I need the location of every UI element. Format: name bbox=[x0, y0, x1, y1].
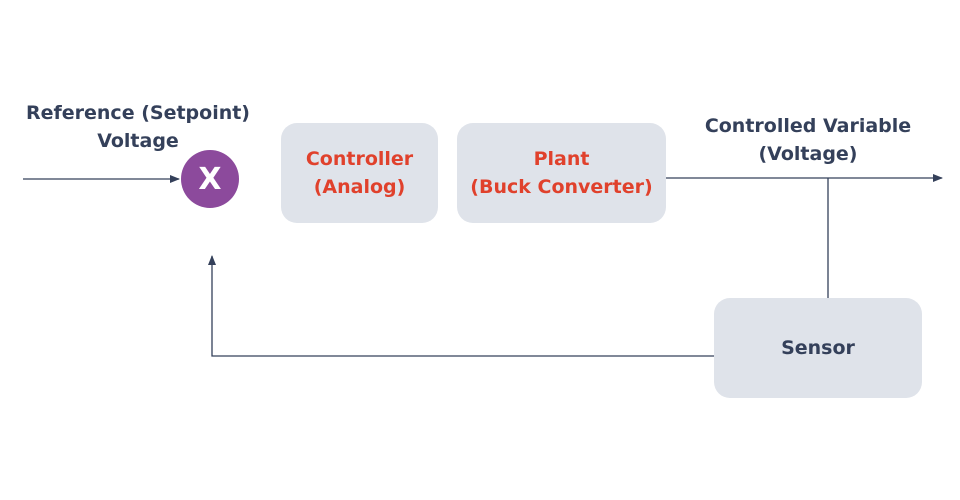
sensor-label: Sensor bbox=[781, 337, 855, 359]
plant-label-line2: (Buck Converter) bbox=[470, 176, 653, 198]
output-label-line1: Controlled Variable bbox=[704, 115, 912, 137]
plant-label-line1: Plant bbox=[533, 148, 590, 170]
controller-label-line1: Controller bbox=[305, 148, 414, 170]
summing-junction: X bbox=[181, 150, 239, 208]
reference-label-line2: Voltage bbox=[97, 130, 179, 152]
reference-label: Reference (Setpoint) Voltage bbox=[20, 99, 256, 155]
feedback-arrow bbox=[208, 255, 714, 357]
controller-block: Controller (Analog) bbox=[281, 123, 438, 223]
plant-block: Plant (Buck Converter) bbox=[457, 123, 666, 223]
sensor-block: Sensor bbox=[714, 298, 922, 398]
output-label-line2: (Voltage) bbox=[758, 143, 858, 165]
output-label: Controlled Variable (Voltage) bbox=[688, 112, 928, 168]
junction-symbol: X bbox=[198, 161, 222, 197]
reference-label-line1: Reference (Setpoint) bbox=[25, 102, 250, 124]
controller-label-line2: (Analog) bbox=[313, 176, 406, 198]
